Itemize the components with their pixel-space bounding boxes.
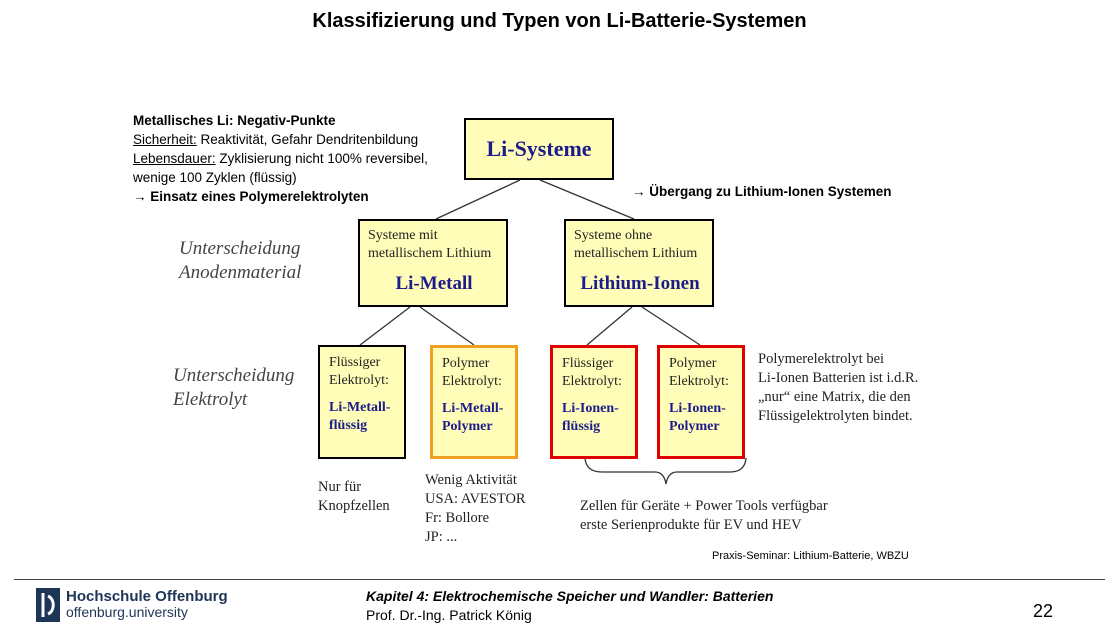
note-safety-line: Sicherheit: Reaktivität, Gefahr Dendrite… [133, 130, 428, 149]
connector-ion-liquid [586, 306, 633, 346]
root-label: Li-Systeme [486, 136, 592, 161]
note-heading: Metallisches Li: Negativ-Punkte [133, 113, 336, 128]
electrolyte-label-line-1: Unterscheidung [173, 365, 295, 386]
university-url: offenburg.university [66, 604, 188, 620]
leaf-desc-2: Elektrolyt: [442, 374, 502, 389]
note-line: Knopfzellen [318, 498, 390, 514]
box-li-metall-polymer: Polymer Elektrolyt: Li-Metall- Polymer [430, 345, 518, 459]
lifetime-label: Lebensdauer: [133, 151, 216, 166]
connector-ion-polymer [641, 306, 701, 346]
footer-divider [14, 579, 1105, 580]
leaf-desc-2: Elektrolyt: [562, 374, 622, 389]
li-metall-desc-2: metallischem Lithium [368, 246, 492, 261]
professor-name: Prof. Dr.-Ing. Patrick König [366, 607, 532, 623]
leaf-desc-2: Elektrolyt: [669, 374, 729, 389]
leaf-desc-1: Polymer [669, 356, 717, 371]
connector-root-left [435, 179, 521, 220]
note-lifetime-line-2: wenige 100 Zyklen (flüssig) [133, 170, 297, 185]
polymer-note-line: Polymerelektrolyt bei [758, 351, 885, 367]
lithium-ionen-name: Lithium-Ionen [580, 273, 700, 294]
leaf-name-1: Li-Ionen- [562, 401, 619, 416]
note-line: Wenig Aktivität [425, 472, 517, 488]
note-line: erste Serienprodukte für EV und HEV [580, 517, 802, 533]
note-lifetime-line: Lebensdauer: Zyklisierung nicht 100% rev… [133, 149, 428, 168]
leaf-desc-1: Flüssiger [562, 356, 614, 371]
box-li-metall-fluessig: Flüssiger Elektrolyt: Li-Metall- flüssig [318, 345, 406, 459]
lithium-ionen-desc-1: Systeme ohne [574, 228, 653, 243]
note-low-activity: Wenig Aktivität USA: AVESTOR Fr: Bollore… [425, 471, 526, 547]
leaf-name-1: Li-Metall- [329, 400, 391, 415]
leaf-name-1: Li-Metall- [442, 401, 504, 416]
chapter-title: Kapitel 4: Elektrochemische Speicher und… [366, 588, 774, 604]
note-line: Zellen für Geräte + Power Tools verfügba… [580, 498, 828, 514]
note-button-cells: Nur für Knopfzellen [318, 478, 390, 516]
lithium-ionen-desc-2: metallischem Lithium [574, 246, 698, 261]
leaf-name-2: Polymer [442, 419, 493, 434]
polymer-note-line: „nur“ eine Matrix, die den [758, 389, 911, 405]
root-box-li-systeme: Li-Systeme [464, 118, 614, 180]
leaf-name-2: Polymer [669, 419, 720, 434]
electrolyte-label-line-2: Elektrolyt [173, 389, 248, 410]
electrolyte-criterion-label: Unterscheidung Elektrolyt [173, 364, 294, 412]
box-lithium-ionen: Systeme ohne metallischem Lithium Lithiu… [564, 219, 714, 307]
note-conclusion: → Einsatz eines Polymerelektrolyten [133, 189, 369, 204]
leaf-desc-1: Polymer [442, 356, 490, 371]
safety-label: Sicherheit: [133, 132, 197, 147]
li-metall-desc-1: Systeme mit [368, 228, 438, 243]
transition-note: → Übergang zu Lithium-Ionen Systemen [632, 184, 892, 199]
leaf-name-2: flüssig [562, 419, 601, 434]
anode-label-line-2: Anodenmaterial [179, 262, 302, 283]
page-number: 22 [1033, 601, 1054, 621]
box-li-metall: Systeme mit metallischem Lithium Li-Meta… [358, 219, 508, 307]
li-metall-name: Li-Metall [395, 273, 473, 294]
connector-metal-liquid [359, 306, 411, 346]
connector-root-right [539, 179, 635, 220]
polymer-electrolyte-note: Polymerelektrolyt bei Li-Ionen Batterien… [758, 350, 918, 426]
note-line: Fr: Bollore [425, 510, 490, 526]
note-line: Nur für [318, 479, 362, 495]
lifetime-text: Zyklisierung nicht 100% reversibel, [215, 151, 428, 166]
leaf-name-2: flüssig [329, 418, 368, 433]
connector-metal-polymer [419, 306, 475, 346]
box-li-ionen-polymer: Polymer Elektrolyt: Li-Ionen- Polymer [657, 345, 745, 459]
source-citation: Praxis-Seminar: Lithium-Batterie, WBZU [712, 550, 909, 562]
leaf-desc-2: Elektrolyt: [329, 373, 389, 388]
polymer-note-line: Flüssigelektrolyten bindet. [758, 408, 913, 424]
metal-lithium-negatives-note: Metallisches Li: Negativ-Punkte Sicherhe… [133, 111, 428, 206]
note-line: USA: AVESTOR [425, 491, 526, 507]
note-line: JP: ... [425, 529, 458, 545]
leaf-name-1: Li-Ionen- [669, 401, 726, 416]
polymer-note-line: Li-Ionen Batterien ist i.d.R. [758, 370, 919, 386]
curly-brace [584, 457, 747, 485]
anode-criterion-label: Unterscheidung Anodenmaterial [179, 237, 301, 285]
anode-label-line-1: Unterscheidung [179, 238, 301, 259]
university-name: Hochschule Offenburg [66, 588, 228, 605]
box-li-ionen-fluessig: Flüssiger Elektrolyt: Li-Ionen- flüssig [550, 345, 638, 459]
leaf-desc-1: Flüssiger [329, 355, 381, 370]
note-li-ion-availability: Zellen für Geräte + Power Tools verfügba… [580, 497, 828, 535]
safety-text: Reaktivität, Gefahr Dendritenbildung [196, 132, 419, 147]
slide-title: Klassifizierung und Typen von Li-Batteri… [312, 10, 807, 32]
university-logo-icon [36, 588, 60, 622]
